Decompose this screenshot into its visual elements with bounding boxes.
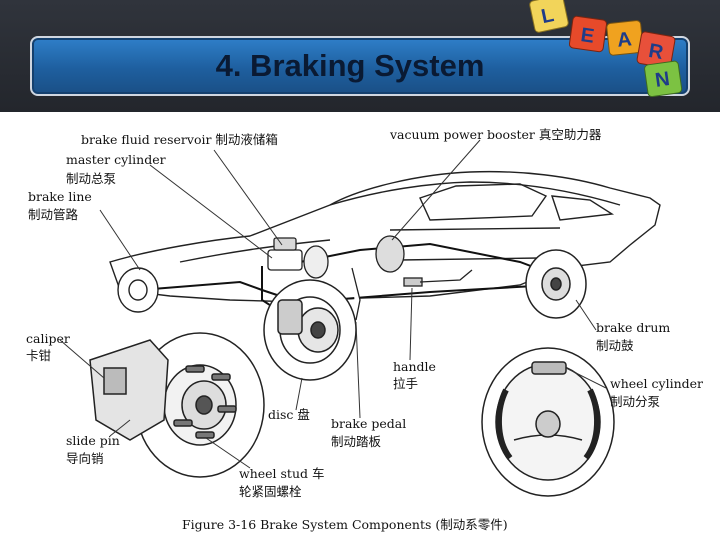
wheel-cylinder bbox=[531, 361, 567, 375]
label-master-cylinder-zh: 制动总泵 bbox=[66, 171, 117, 186]
label-handle-zh: 拉手 bbox=[393, 376, 419, 391]
car-hood-line bbox=[179, 239, 331, 263]
label-brake-pedal-zh: 制动踏板 bbox=[331, 434, 382, 449]
leader-slidepin bbox=[109, 419, 131, 437]
leader-master bbox=[149, 164, 273, 259]
label-wheel-stud: wheel stud 车 bbox=[239, 466, 325, 481]
brake-shoe-left bbox=[495, 388, 513, 460]
caliper-pads bbox=[103, 367, 127, 395]
leader-reservoir bbox=[213, 149, 283, 246]
logo-letter-a: A bbox=[616, 28, 633, 51]
label-brake-drum-zh: 制动鼓 bbox=[596, 338, 634, 353]
car-body-outline bbox=[109, 170, 661, 303]
brake-system-diagram bbox=[59, 139, 661, 497]
car-window-rear bbox=[550, 195, 615, 221]
label-brake-line: brake line bbox=[28, 189, 92, 204]
label-caliper: caliper bbox=[26, 331, 70, 346]
label-wheel-cylinder: wheel cylinder bbox=[610, 376, 703, 391]
slide-title: 4. Braking System bbox=[215, 48, 485, 83]
vacuum-booster-front bbox=[303, 245, 329, 279]
logo-letter-l: L bbox=[539, 4, 556, 28]
label-vacuum-power-booster: vacuum power booster 真空助力器 bbox=[390, 127, 602, 142]
car-roofline bbox=[329, 181, 621, 206]
leader-caliper bbox=[59, 339, 105, 379]
logo-letter-e: E bbox=[579, 24, 595, 48]
leader-pedal bbox=[355, 321, 361, 419]
car-window bbox=[419, 183, 548, 221]
label-master-cylinder: master cylinder bbox=[66, 152, 166, 167]
label-brake-fluid-reservoir: brake fluid reservoir 制动液储箱 bbox=[81, 132, 278, 147]
label-wheel-cylinder-zh: 制动分泵 bbox=[610, 394, 661, 409]
label-wheel-stud-zh: 轮紧固螺栓 bbox=[239, 484, 302, 499]
brake-shoe-right bbox=[583, 388, 601, 460]
leader-stud bbox=[205, 437, 251, 469]
brake-pedal-linkage bbox=[351, 267, 361, 321]
logo-letter-r: R bbox=[647, 40, 666, 64]
magnified-caliper-body bbox=[89, 339, 169, 441]
logo-letter-n: N bbox=[654, 68, 671, 92]
label-slide-pin-zh: 导向销 bbox=[66, 451, 104, 466]
label-brake-pedal: brake pedal bbox=[331, 416, 407, 431]
leader-line bbox=[99, 209, 141, 271]
learn-puzzle-logo: L E A R N bbox=[529, 0, 683, 98]
leader-wheelcyl bbox=[565, 367, 607, 389]
parking-handle bbox=[403, 277, 423, 287]
label-brake-drum: brake drum bbox=[596, 320, 671, 335]
wheel-studs bbox=[173, 365, 237, 439]
vacuum-booster-rear bbox=[375, 235, 405, 273]
label-brake-line-zh: 制动管路 bbox=[28, 207, 79, 222]
leader-handle bbox=[409, 287, 413, 361]
front-right-caliper bbox=[277, 299, 303, 335]
label-caliper-zh: 卡钳 bbox=[26, 348, 52, 363]
label-slide-pin: slide pin bbox=[66, 433, 120, 448]
label-disc: disc 盘 bbox=[268, 407, 310, 422]
leader-drum bbox=[575, 299, 597, 331]
car-door-line bbox=[389, 227, 561, 261]
brake-line-rear bbox=[329, 284, 553, 301]
label-handle: handle bbox=[393, 359, 436, 374]
brake-fluid-reservoir bbox=[273, 237, 297, 251]
master-cylinder bbox=[267, 249, 303, 271]
leader-booster bbox=[391, 139, 481, 241]
figure-caption: Figure 3-16 Brake System Components (制动系… bbox=[182, 517, 508, 532]
leader-disc bbox=[295, 377, 303, 411]
